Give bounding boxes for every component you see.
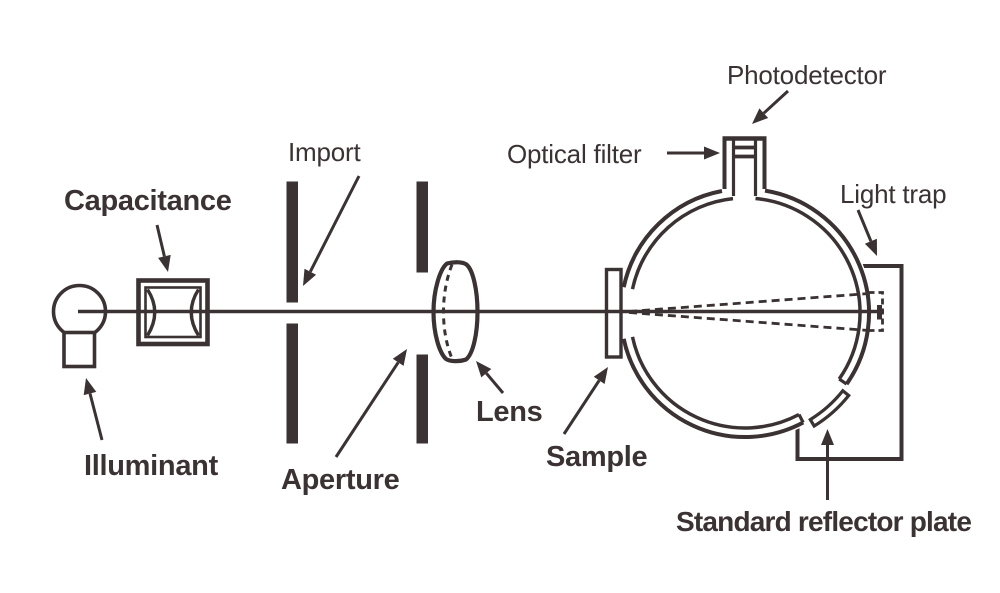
capacitance-arrow (155, 224, 166, 257)
import-slit-lower-bar (286, 323, 298, 444)
optical-filter-label: Optical filter (507, 139, 642, 169)
aperture-arrowhead (392, 349, 407, 366)
light-trap-arrow (856, 209, 873, 242)
import-label: Import (288, 137, 361, 167)
photodetector-arrow (762, 89, 790, 115)
sample-arrowhead (593, 367, 608, 384)
photodetector-arrowhead (752, 108, 769, 124)
optical-axis (78, 305, 884, 320)
lens-arrow (485, 372, 505, 394)
standard-reflector-plate-arrowhead (821, 429, 834, 445)
photodetector-port (722, 136, 767, 196)
beam-cone-lower (628, 311, 870, 332)
import-slit (286, 181, 298, 444)
light-trap-arrowhead (864, 238, 877, 256)
beam-cone-upper (628, 292, 870, 313)
annotation-arrows (83, 89, 877, 500)
sphere-outer-wall (621, 188, 872, 439)
sphere-outer-arc-left (621, 189, 723, 288)
aperture-lower-bar (416, 354, 428, 444)
aperture-label: Aperture (281, 464, 400, 496)
illuminant-arrow (88, 393, 104, 441)
aperture-slit (416, 181, 428, 444)
sample-label: Sample (546, 441, 648, 473)
capacitance-arrowhead (158, 254, 171, 272)
sphere-inner-wall (630, 196, 862, 430)
lens-arrowhead (476, 361, 492, 378)
illuminant-label: Illuminant (84, 450, 219, 482)
illuminant-base (62, 330, 97, 369)
illuminant-arrowhead (83, 378, 97, 396)
aperture-upper-bar (416, 181, 428, 273)
aperture-arrow (334, 361, 400, 458)
labels: Capacitance Import Illuminant Aperture L… (64, 60, 972, 537)
optical-filter-arrowhead (704, 146, 720, 160)
wall-gap-cap-upper (838, 377, 848, 386)
sphere-inner-arc-left (630, 196, 734, 290)
sphere-outer-arc-right (764, 188, 872, 386)
lens-label: Lens (476, 396, 543, 428)
sphere-outer-arc-bottom (621, 338, 805, 439)
capacitance-label: Capacitance (64, 185, 232, 217)
sphere-inner-arc-right (755, 196, 862, 381)
import-arrowhead (303, 268, 317, 286)
import-slit-upper-bar (286, 181, 298, 303)
wall-gap-cap-lower (797, 413, 805, 424)
light-trap-label: Light trap (840, 179, 946, 209)
sample-arrow (562, 379, 601, 435)
sphere-inner-arc-bottom (630, 336, 800, 430)
standard-reflector-plate-label: Standard reflector plate (676, 506, 971, 537)
photodetector-label: Photodetector (727, 60, 887, 90)
standard-reflector-plate (808, 388, 851, 429)
import-arrow (308, 175, 361, 273)
